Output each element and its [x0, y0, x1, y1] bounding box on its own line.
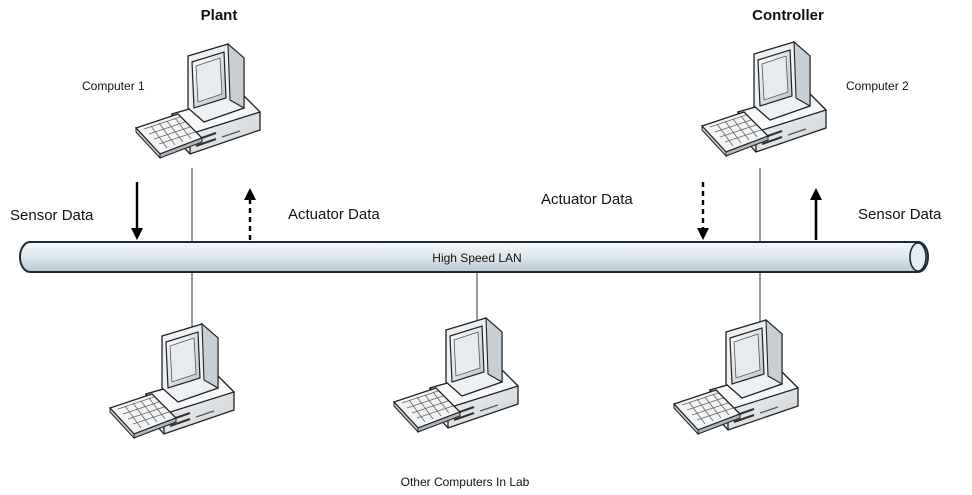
computer2-label: Computer 2 — [846, 79, 909, 93]
computer-icon — [108, 322, 236, 440]
computer-icon — [700, 40, 828, 158]
controller-title: Controller — [752, 7, 824, 24]
lab-label: Other Computers In Lab — [401, 475, 530, 489]
right-actuator-label: Actuator Data — [541, 191, 633, 208]
sensor-arrow-up — [810, 188, 822, 240]
left-sensor-label: Sensor Data — [10, 207, 94, 224]
actuator-arrow-down — [697, 182, 709, 240]
right-sensor-label: Sensor Data — [858, 206, 942, 223]
left-actuator-label: Actuator Data — [288, 206, 380, 223]
computer-icon — [672, 318, 800, 436]
sensor-arrow-down — [131, 182, 143, 240]
computer1-label: Computer 1 — [82, 79, 145, 93]
lan-label: High Speed LAN — [432, 251, 521, 265]
lan-pipe — [19, 241, 929, 273]
computer-icon — [134, 42, 262, 160]
actuator-arrow-up — [244, 188, 256, 240]
plant-title: Plant — [201, 7, 238, 24]
computer-icon — [392, 316, 520, 434]
